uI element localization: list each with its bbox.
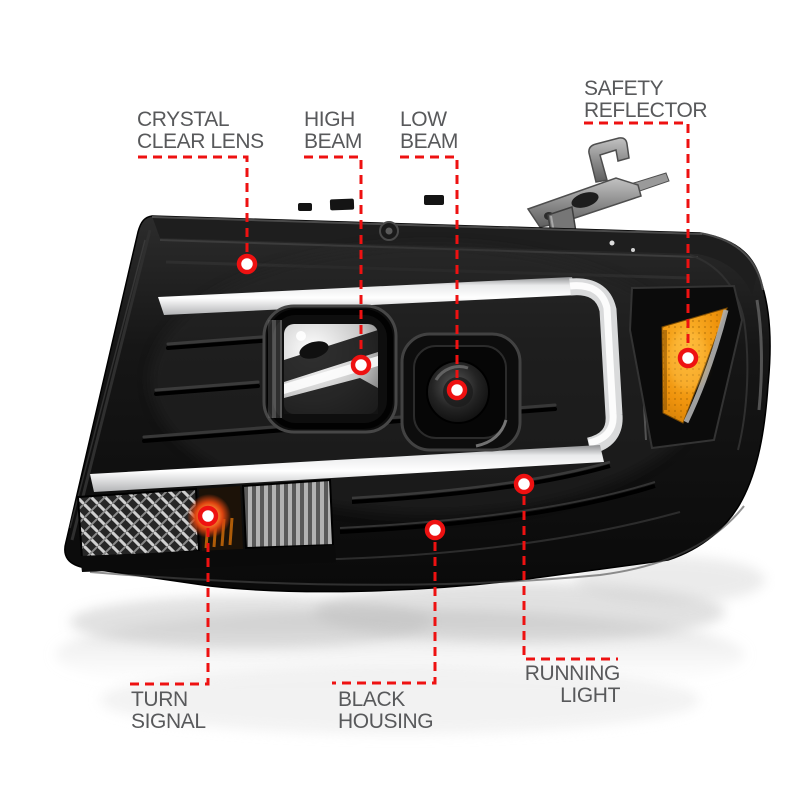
leader-running-light (522, 496, 618, 661)
leader-turn-signal (130, 528, 210, 686)
label-running-light: RUNNING LIGHT (524, 662, 621, 707)
callout-leader-lines (130, 121, 699, 686)
mounting-bracket (526, 137, 670, 253)
leader-safety-reflector (584, 121, 690, 346)
leader-black-housing (332, 542, 437, 685)
drl-light-bar (90, 277, 647, 492)
label-safety-reflector: SAFETY REFLECTOR (584, 77, 708, 122)
floor-reflection (55, 556, 765, 734)
label-high-beam: HIGH BEAM (304, 108, 362, 153)
high-beam-projector (262, 304, 398, 434)
marker-crystal-clear-lens (236, 253, 258, 275)
label-black-housing: BLACK HOUSING (338, 688, 434, 733)
marker-safety-reflector (677, 347, 699, 369)
marker-black-housing (424, 519, 446, 541)
label-low-beam: LOW BEAM (400, 108, 458, 153)
label-crystal-clear-lens: CRYSTAL CLEAR LENS (137, 108, 264, 153)
marker-low-beam (446, 379, 468, 401)
leader-high-beam (304, 155, 363, 353)
marker-turn-signal (197, 505, 219, 527)
marker-high-beam (350, 354, 372, 376)
label-turn-signal: TURN SIGNAL (131, 688, 206, 733)
leader-crystal-clear-lens (138, 155, 249, 252)
leader-low-beam (400, 155, 459, 378)
marker-running-light (513, 473, 535, 495)
